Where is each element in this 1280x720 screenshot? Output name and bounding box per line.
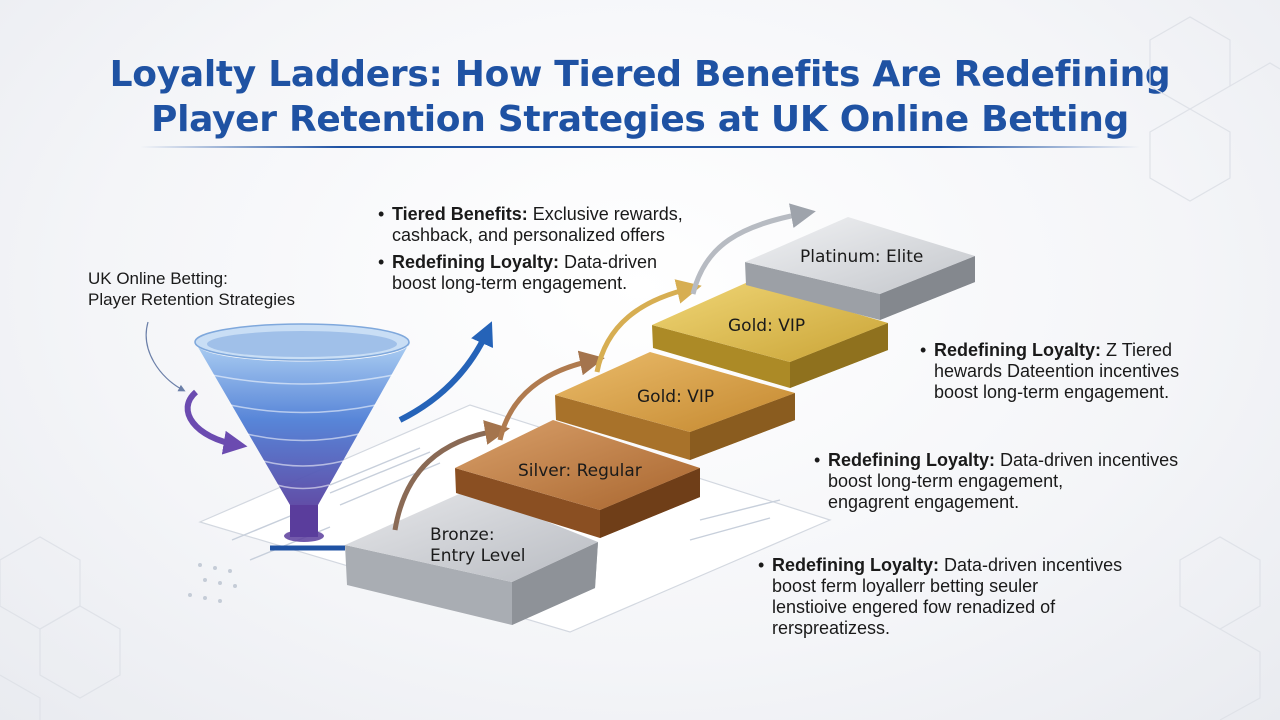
top-note-2-heading: Redefining Loyalty: xyxy=(392,252,560,272)
side-note-2-line-2: boost long-term engagement, xyxy=(828,471,1064,491)
top-note-1-line-2: cashback, and personalized offers xyxy=(392,225,665,245)
funnel-caption-line-2: Player Retention Strategies xyxy=(88,290,295,309)
step-silver: Silver: Regular xyxy=(455,420,700,538)
step-gold: Gold: VIP xyxy=(555,352,795,460)
side-note-3-line-2: boost ferm loyallerr betting seuler xyxy=(772,576,1039,596)
background-hex-pattern xyxy=(0,16,1280,720)
side-note-1-heading: Redefining Loyalty: xyxy=(934,340,1102,360)
funnel-loop-arrow xyxy=(184,389,248,455)
top-note-redefining-loyalty: Redefining Loyalty: Data-driven boost lo… xyxy=(376,252,716,294)
title-line-2: Player Retention Strategies at UK Online… xyxy=(150,99,1129,140)
top-note-1-line-1: Exclusive rewards, xyxy=(527,204,683,224)
top-note-1-heading: Tiered Benefits: xyxy=(392,204,528,224)
title-underline xyxy=(140,146,1140,148)
step-bronze-label-1: Bronze: xyxy=(430,525,495,545)
side-note-2-line-3: engagrent engagement. xyxy=(828,492,1020,512)
top-note-2-line-1: Data-driven xyxy=(559,252,658,272)
side-note-1: Redefining Loyalty: Z Tiered hewards Dat… xyxy=(918,340,1238,409)
step-silver-label: Silver: Regular xyxy=(518,461,642,481)
funnel-caption-line-1: UK Online Betting: xyxy=(88,269,228,288)
arrow-silver-to-gold xyxy=(497,350,605,441)
side-note-2-line-1: Data-driven incentives xyxy=(995,450,1179,470)
side-note-3: Redefining Loyalty: Data-driven incentiv… xyxy=(756,555,1176,645)
step-gold-vip: Gold: VIP xyxy=(652,282,888,388)
side-note-1-line-2: hewards Dateention incentives xyxy=(934,361,1180,381)
step-bronze-label-2: Entry Level xyxy=(430,546,526,566)
step-bronze: Bronze: Entry Level xyxy=(345,490,598,625)
side-note-1-line-3: boost long-term engagement. xyxy=(934,382,1170,402)
step-platinum-label: Platinum: Elite xyxy=(800,247,923,267)
step-gold-vip-label: Gold: VIP xyxy=(728,316,805,336)
retention-funnel xyxy=(194,323,410,551)
top-note-tiered-benefits: Tiered Benefits: Exclusive rewards, cash… xyxy=(376,204,716,246)
funnel-output-arrow xyxy=(398,321,494,423)
funnel-caption: UK Online Betting: Player Retention Stra… xyxy=(88,268,295,310)
step-gold-label: Gold: VIP xyxy=(637,387,714,407)
title-line-1: Loyalty Ladders: How Tiered Benefits Are… xyxy=(109,54,1171,95)
side-note-2-heading: Redefining Loyalty: xyxy=(828,450,996,470)
side-note-2: Redefining Loyalty: Data-driven incentiv… xyxy=(812,450,1212,519)
side-note-3-line-4: rersprеatizess. xyxy=(772,618,891,638)
step-platinum: Platinum: Elite xyxy=(745,217,975,320)
top-note-2-line-2: boost long-term engagement. xyxy=(392,273,628,293)
side-note-3-heading: Redefining Loyalty: xyxy=(772,555,940,575)
side-note-3-line-1: Data-driven incentives xyxy=(939,555,1123,575)
side-note-1-line-1: Z Tiered xyxy=(1101,340,1173,360)
funnel-caption-pointer xyxy=(145,321,186,392)
side-note-3-line-3: lenstioive engered fow renadized of xyxy=(772,597,1056,617)
arrow-bronze-to-silver xyxy=(392,420,510,531)
top-notes: Tiered Benefits: Exclusive rewards, cash… xyxy=(376,204,716,300)
page-title: Loyalty Ladders: How Tiered Benefits Are… xyxy=(0,52,1280,142)
